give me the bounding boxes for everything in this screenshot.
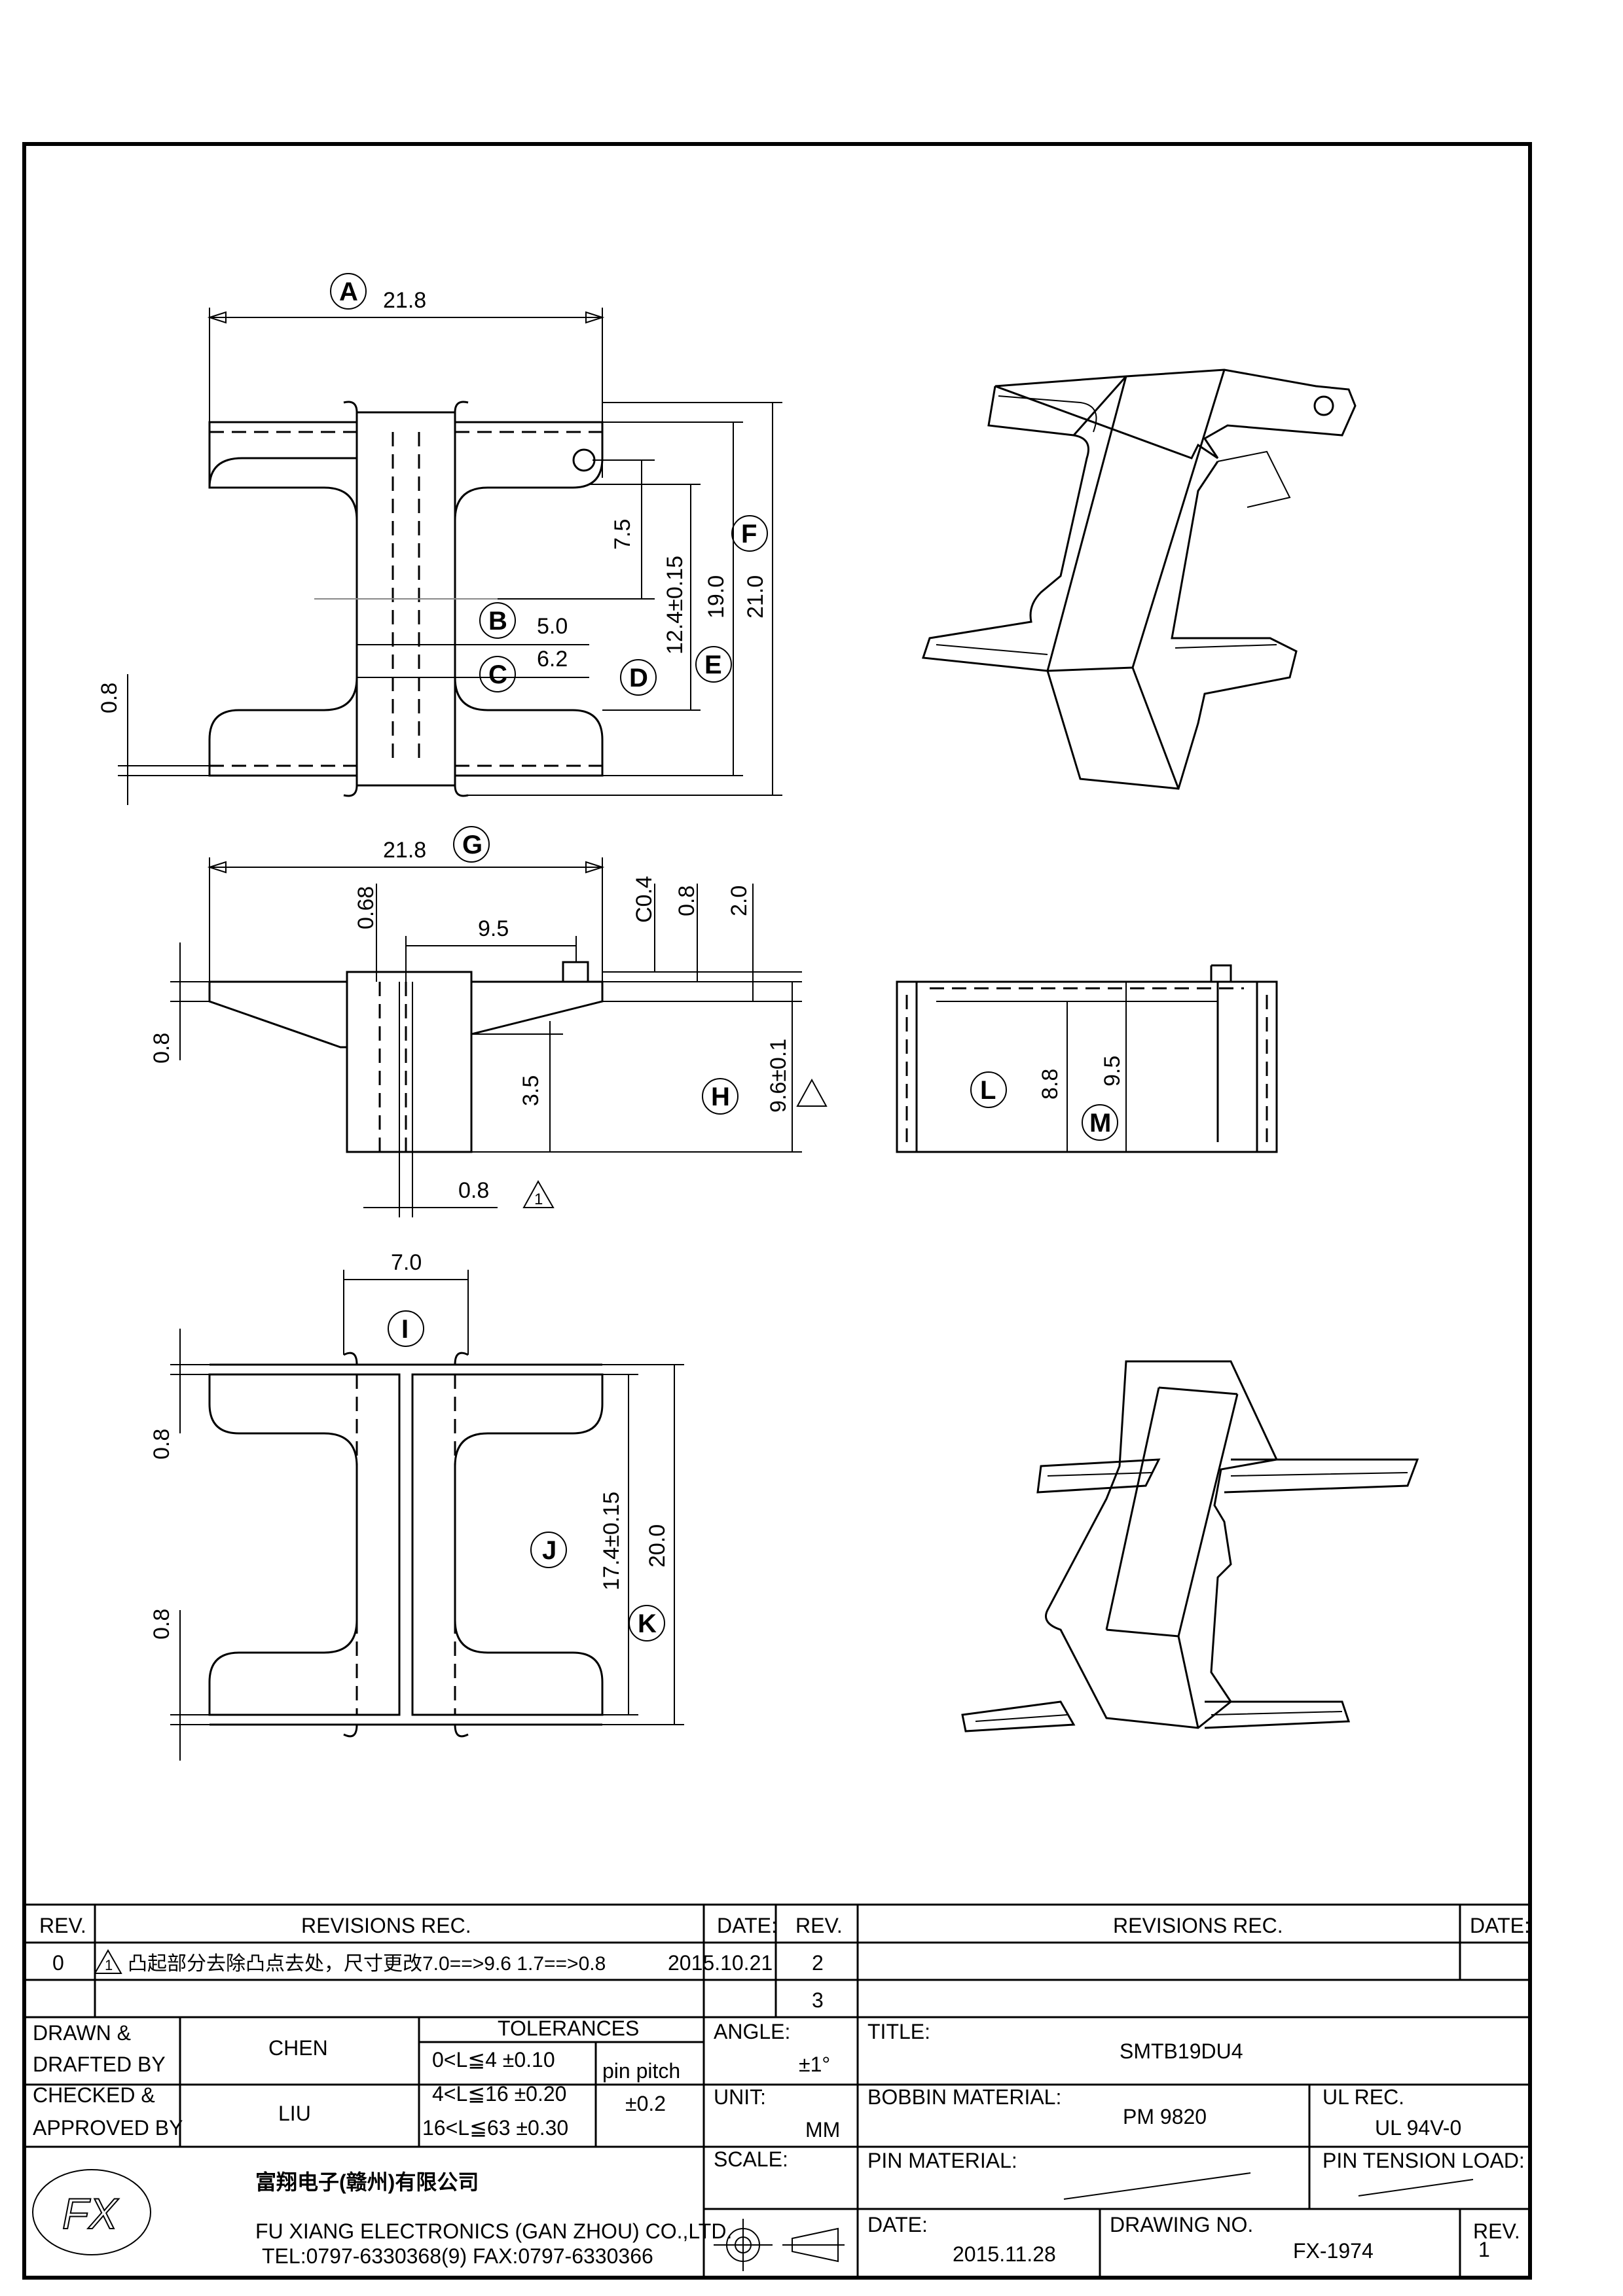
rev-right-row0: 2 [812,1951,824,1975]
company-contact: TEL:0797-6330368(9) FAX:0797-6330366 [262,2244,653,2268]
drawn-label: DRAWN & [33,2021,131,2045]
top-width-text: 21.8 [383,288,426,313]
front-dim-0-8-top: 0.8 [674,886,699,916]
ul-value: UL 94V-0 [1375,2116,1461,2140]
checked-name: LIU [278,2102,311,2125]
rev-label: REV. [1473,2219,1520,2243]
label-f: F [741,520,757,548]
rev-right-header-rev: REV. [795,1914,843,1937]
rev-left-header-rev: REV. [39,1914,86,1937]
label-i: I [401,1315,409,1344]
drawing-no-label: DRAWING NO. [1110,2213,1253,2236]
isometric-view-top [921,368,1357,790]
drawn-name: CHEN [268,2036,328,2060]
bottom-dim-20: 20.0 [645,1524,670,1568]
label-k: K [638,1609,657,1638]
date-value: 2015.11.28 [953,2242,1056,2266]
bottom-dim-7-0: 7.0 [391,1250,422,1275]
unit-label: UNIT: [714,2085,766,2109]
front-rev-mark: 1 [534,1191,543,1208]
label-j: J [542,1536,556,1565]
bottom-dim-17-4: 17.4±0.15 [599,1492,624,1590]
company-logo: FX [32,2169,151,2255]
pin-material-label: PIN MATERIAL: [867,2149,1017,2172]
top-dim-0-8: 0.8 [97,683,122,713]
tol-row1: 0<L≦4 ±0.10 [432,2048,555,2072]
front-dim-9-5: 9.5 [478,916,509,941]
bobbin-value: PM 9820 [1123,2105,1207,2128]
rev-left-row0-text: 凸起部分去除凸点去处，尺寸更改7.0==>9.6 1.7==>0.8 [128,1953,606,1975]
approved-label: APPROVED BY [33,2116,183,2140]
front-dim-0-68: 0.68 [354,886,378,929]
checked-label: CHECKED & [33,2083,155,2107]
side-dim-8-8: 8.8 [1038,1069,1063,1100]
date-label: DATE: [867,2213,928,2236]
company-cn: 富翔电子(赣州)有限公司 [255,2170,479,2194]
top-dim-5: 5.0 [537,614,568,639]
ul-label: UL REC. [1322,2085,1404,2109]
pin-pitch-label: pin pitch [602,2059,680,2083]
pin-tension-label: PIN TENSION LOAD: [1322,2149,1525,2172]
label-m: M [1089,1109,1111,1138]
top-dim-19: 19.0 [704,575,729,619]
top-dim-12-4: 12.4±0.15 [663,556,687,655]
label-h: H [711,1083,730,1111]
top-dim-7-5: 7.5 [610,519,635,550]
side-view: L 8.8 9.5 M [896,964,1278,1153]
top-dim-6-2: 6.2 [537,647,568,672]
label-l: L [980,1076,996,1105]
tol-row2: 4<L≦16 ±0.20 [432,2082,566,2106]
label-b: B [488,607,507,636]
rev-left-header-date: DATE: [717,1914,777,1937]
tolerances-label: TOLERANCES [498,2017,639,2040]
label-g: G [462,831,483,859]
side-dim-9-5: 9.5 [1100,1056,1125,1086]
angle-label: ANGLE: [714,2020,790,2043]
angle-value: ±1° [799,2053,830,2076]
pin-pitch-tol: ±0.2 [625,2092,666,2115]
rev-left-row0-mark: 1 [105,1957,113,1973]
drafted-label: DRAFTED BY [33,2053,166,2076]
company-en: FU XIANG ELECTRONICS (GAN ZHOU) CO.,LTD. [255,2219,732,2243]
label-c: C [488,660,507,689]
top-dim-21: 21.0 [743,575,768,619]
unit-value: MM [805,2118,840,2142]
rev-left-row0-date: 2015.10.21 [668,1951,773,1975]
svg-text:FX: FX [62,2189,119,2238]
front-dim-3-5: 3.5 [519,1075,543,1106]
bottom-view: 7.0 I 0.8 0.8 J 17.4±0.15 20.0 K [149,1250,684,1761]
rev-left-header-text: REVISIONS REC. [301,1914,471,1937]
scale-label: SCALE: [714,2147,788,2171]
rev-right-header-text: REVISIONS REC. [1113,1914,1283,1937]
front-dim-c0-4: C0.4 [632,876,657,923]
front-dim-2-0: 2.0 [727,886,752,916]
label-d: D [629,664,648,692]
rev-value: 1 [1478,2238,1490,2261]
bottom-dim-0-8-bottom: 0.8 [149,1609,174,1640]
front-dim-0-8-left: 0.8 [149,1033,174,1064]
title-label: TITLE: [867,2020,930,2043]
isometric-view-bottom [961,1360,1419,1732]
front-width-text: 21.8 [383,838,426,863]
projection-symbol-icon [714,2219,845,2271]
bottom-dim-0-8-top: 0.8 [149,1429,174,1460]
front-dim-0-8-bottom: 0.8 [458,1178,489,1203]
rev-right-row1: 3 [812,1988,824,2012]
bobbin-label: BOBBIN MATERIAL: [867,2085,1061,2109]
title-block: REV. REVISIONS REC. DATE: 0 1 凸起部分去除凸点去处… [23,1903,1531,2279]
front-dim-9-6: 9.6±0.1 [766,1039,791,1113]
top-view: 21.8 A 7.5 12.4±0.15 19.0 21.0 F B 5.0 C… [97,273,782,805]
label-e: E [704,651,722,679]
label-a: A [339,278,358,306]
drawing-no-value: FX-1974 [1293,2239,1374,2263]
rev-right-header-date: DATE: [1470,1914,1530,1937]
rev-left-row0-rev: 0 [52,1951,64,1975]
front-view: 21.8 G 9.5 0.68 C0.4 0.8 2.0 0.8 3.5 9.6… [149,826,828,1217]
title-value: SMTB19DU4 [1120,2039,1243,2063]
tol-row3: 16<L≦63 ±0.30 [422,2116,568,2140]
